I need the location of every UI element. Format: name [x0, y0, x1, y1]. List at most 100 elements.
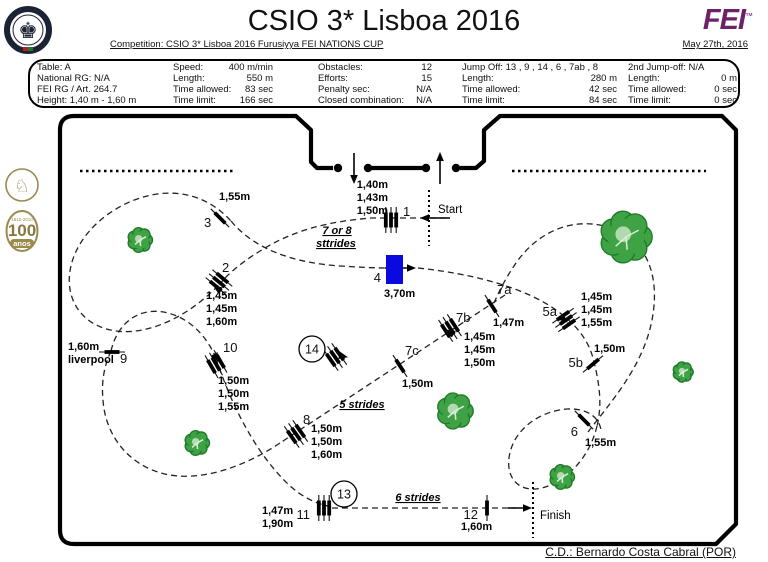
- jump-rails-icon: [210, 208, 230, 228]
- map-label: 1,45m: [464, 331, 495, 343]
- course-designer-credit: C.D.: Bernardo Costa Cabral (POR): [545, 545, 736, 559]
- track-path: [68, 192, 232, 333]
- map-label: 1,47m: [493, 317, 524, 329]
- jump-rails-icon: [484, 294, 500, 318]
- map-label: 1,45m: [581, 304, 612, 316]
- jump-13: 13: [330, 480, 358, 508]
- info-speed-column: Speed:400 m/min Length:550 m Time allowe…: [173, 62, 273, 106]
- direction-arrowhead-icon: [350, 175, 358, 184]
- map-label: 1,55m: [219, 191, 250, 203]
- direction-arrowhead-icon: [420, 214, 429, 222]
- map-label: 8: [303, 412, 310, 427]
- map-label: 1,55m: [585, 437, 616, 449]
- map-label: 7 or 8: [322, 225, 352, 237]
- direction-arrowhead-icon: [436, 152, 444, 161]
- info-row: Time limit:166 sec: [173, 95, 273, 106]
- jump-rails-icon: [582, 355, 604, 373]
- map-label: 1,50m: [218, 375, 249, 387]
- jumpoff-number-circle: [330, 480, 358, 508]
- info-row: Time limit:84 sec: [462, 95, 617, 106]
- tree-icon: [600, 210, 653, 264]
- centenary-logo: 1910-2010 100 anos: [5, 210, 39, 252]
- info-row: Length:550 m: [173, 73, 273, 84]
- map-label: 7c: [405, 343, 419, 358]
- tree-icon: [437, 392, 474, 430]
- info-row: Length:0 m: [628, 73, 737, 84]
- map-label: 1,43m: [357, 192, 388, 204]
- jump-6: 6 1,55m: [571, 410, 616, 449]
- page-title: CSIO 3* Lisboa 2016: [247, 5, 521, 37]
- map-label: 1,60m: [461, 521, 492, 533]
- map-label: 1,40m: [357, 179, 388, 191]
- map-label: 1,60m: [68, 341, 99, 353]
- map-label: 1,60m: [206, 316, 237, 328]
- map-label: 9: [120, 351, 127, 366]
- competition-label: Competition: CSIO 3* Lisboa 2016 Furusiy…: [110, 39, 384, 50]
- jump-7a: 7a 1,47m: [484, 282, 524, 329]
- jump-rails-icon: [205, 269, 233, 295]
- track-path: [101, 350, 281, 477]
- map-label: 10: [223, 340, 237, 355]
- info-row: Efforts:15: [318, 73, 432, 84]
- svg-text:1910-2010: 1910-2010: [11, 217, 33, 222]
- horse-rider-icon: ♘: [14, 176, 30, 196]
- gate-post-dot: [451, 163, 461, 173]
- info-row: Table: A: [37, 62, 71, 73]
- track-path: [279, 294, 506, 444]
- info-row: Obstacles:12: [318, 62, 432, 73]
- map-label: 1: [403, 204, 410, 219]
- map-label: 6 strides: [395, 492, 440, 504]
- map-label: 3: [204, 215, 211, 230]
- map-label: 5 strides: [339, 399, 384, 411]
- track-path: [215, 357, 333, 508]
- jump-rails-icon: [283, 420, 309, 448]
- jump-rails-icon: [552, 307, 580, 333]
- info-row: Height: 1,40 m - 1,60 m: [37, 95, 137, 106]
- info-row: Speed:400 m/min: [173, 62, 273, 73]
- map-label: 13: [337, 488, 351, 502]
- map-label: 11: [297, 507, 311, 522]
- tree-icon: [127, 226, 154, 254]
- map-label: 1,50m: [311, 423, 342, 435]
- map-label: 5a: [543, 304, 558, 319]
- map-label: 1,55m: [581, 317, 612, 329]
- jump-4: 43,70m: [374, 255, 415, 300]
- info-row: 2nd Jump-off: N/A: [628, 62, 705, 73]
- map-label: 1,50m: [311, 436, 342, 448]
- map-label: 7b: [456, 310, 470, 325]
- map-label: 14: [305, 343, 319, 357]
- info-jumpoff-column: Jump Off: 13 , 9 , 14 , 6 , 7ab , 8 Leng…: [462, 62, 617, 106]
- map-label: 1,45m: [206, 303, 237, 315]
- jump-rails-icon: [438, 313, 462, 343]
- info-general-column: Table: A National RG: N/A FEI RG / Art. …: [37, 62, 167, 106]
- track-path: [110, 310, 217, 359]
- map-label: 1,50m: [357, 205, 388, 217]
- map-label: 7a: [497, 282, 512, 297]
- info-row: Time limit:0 sec: [628, 95, 737, 106]
- info-row: Jump Off: 13 , 9 , 14 , 6 , 7ab , 8: [462, 62, 599, 73]
- jump-5b: 5b1,50m: [569, 343, 625, 373]
- info-row: Penalty sec:N/A: [318, 84, 432, 95]
- gate-post-dot: [333, 163, 343, 173]
- map-label: liverpool: [68, 354, 114, 366]
- track-path: [417, 267, 601, 427]
- info-row: Closed combination:N/A: [318, 95, 432, 106]
- jump-rails-icon: [316, 495, 332, 521]
- info-row: Time allowed:0 sec: [628, 84, 737, 95]
- map-label: 1,45m: [581, 291, 612, 303]
- course-info-box: [28, 59, 740, 108]
- map-label: Finish: [540, 510, 571, 522]
- track-path: [508, 408, 602, 490]
- info-row: Time allowed:42 sec: [462, 84, 617, 95]
- map-label: 6: [571, 424, 578, 439]
- horse-head-icon: ♚: [18, 18, 38, 43]
- tree-icon: [184, 429, 211, 457]
